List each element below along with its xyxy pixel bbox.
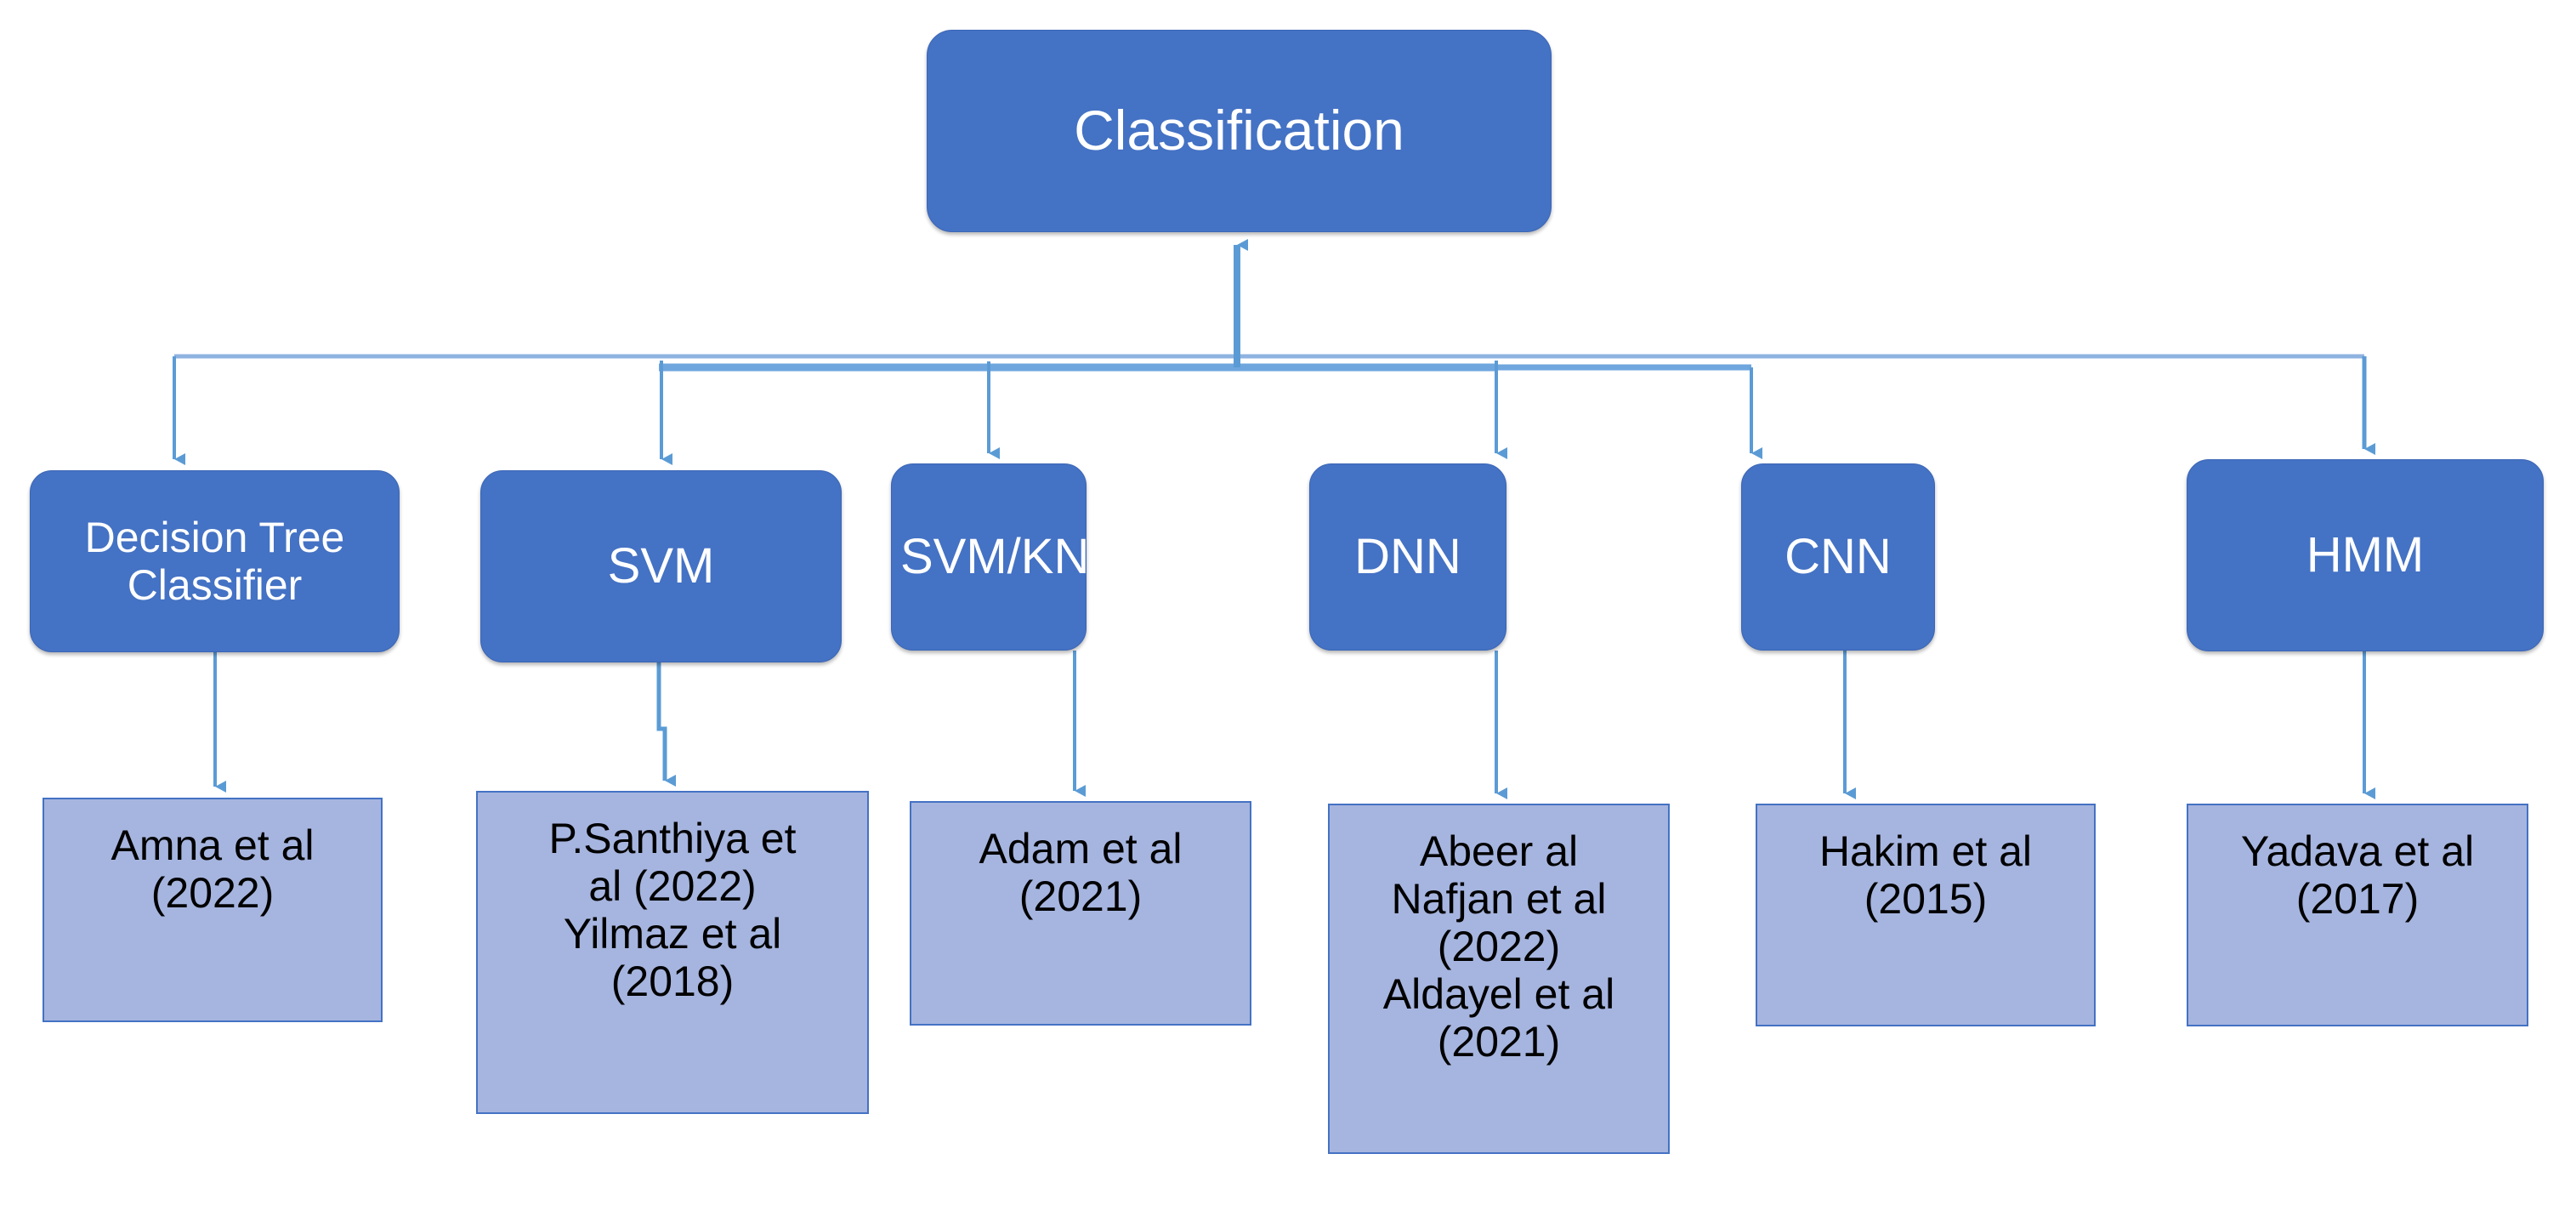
node-hmm-label: HMM xyxy=(2306,526,2425,583)
node-citation-yadava[interactable]: Yadava et al (2017) xyxy=(2187,804,2528,1026)
node-cnn-label: CNN xyxy=(1784,528,1892,584)
node-citation-santhiya-yilmaz[interactable]: P.Santhiya et al (2022) Yilmaz et al (20… xyxy=(476,791,869,1114)
node-decision-tree-classifier[interactable]: Decision Tree Classifier xyxy=(30,470,400,652)
node-citation-adam[interactable]: Adam et al (2021) xyxy=(910,801,1251,1026)
node-root-classification-label: Classification xyxy=(1074,99,1404,162)
node-decision-tree-classifier-label: Decision Tree Classifier xyxy=(84,514,345,609)
node-svm-label: SVM xyxy=(607,537,715,594)
node-citation-adam-label: Adam et al (2021) xyxy=(979,825,1183,920)
node-citation-santhiya-yilmaz-label: P.Santhiya et al (2022) Yilmaz et al (20… xyxy=(548,815,797,1005)
node-citation-hakim[interactable]: Hakim et al (2015) xyxy=(1756,804,2096,1026)
node-citation-nafjan-aldayel[interactable]: Abeer al Nafjan et al (2022) Aldayel et … xyxy=(1328,804,1670,1154)
node-dnn-label: DNN xyxy=(1354,528,1461,584)
node-svm-knn-label: SVM/KNN xyxy=(900,528,1126,584)
node-citation-nafjan-aldayel-label: Abeer al Nafjan et al (2022) Aldayel et … xyxy=(1382,827,1615,1066)
node-svm[interactable]: SVM xyxy=(480,470,842,662)
node-root-classification[interactable]: Classification xyxy=(927,30,1552,232)
edge-svm-to-santhiya xyxy=(656,662,676,787)
node-cnn[interactable]: CNN xyxy=(1741,463,1935,651)
node-svm-knn[interactable]: SVM/KNN xyxy=(891,463,1126,651)
node-citation-amna-label: Amna et al (2022) xyxy=(111,821,315,917)
node-hmm[interactable]: HMM xyxy=(2187,459,2544,651)
node-citation-amna[interactable]: Amna et al (2022) xyxy=(43,798,383,1022)
node-citation-hakim-label: Hakim et al (2015) xyxy=(1819,827,2033,923)
node-citation-yadava-label: Yadava et al (2017) xyxy=(2240,827,2475,923)
node-dnn[interactable]: DNN xyxy=(1309,463,1506,651)
